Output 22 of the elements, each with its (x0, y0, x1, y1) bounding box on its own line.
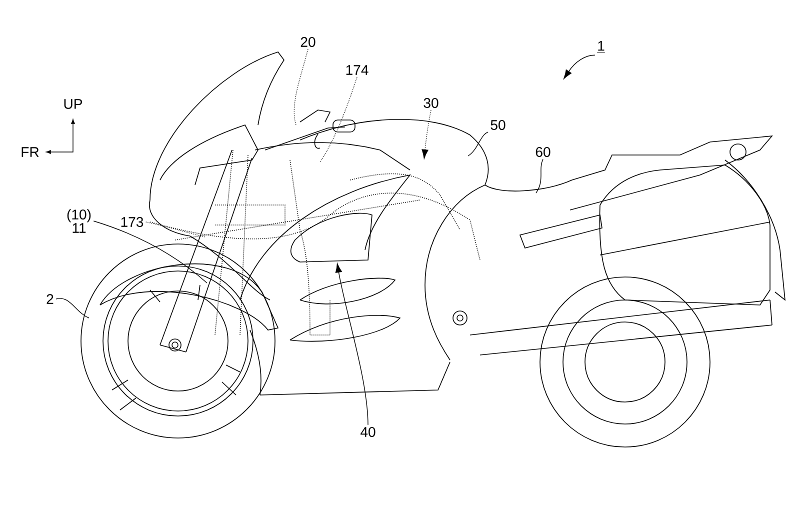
reference-number: 50 (490, 120, 506, 130)
reference-number: 40 (360, 427, 376, 437)
leader-line (93, 220, 208, 284)
reference-number: 2 (46, 294, 54, 304)
reference-number: 174 (346, 65, 368, 75)
reference-number: 173 (121, 217, 144, 227)
leader-line (320, 76, 358, 162)
direction-label: FR (22, 147, 39, 157)
leader-line (56, 298, 90, 318)
leader-line (422, 110, 432, 159)
leader-line (468, 132, 488, 156)
leader-line (536, 158, 544, 194)
reference-number: 1 (596, 41, 606, 53)
reference-number: 60 (536, 147, 550, 157)
reference-number: 30 (424, 98, 438, 108)
leader-line (294, 48, 308, 126)
leader-line (564, 54, 596, 79)
direction-label: UP (64, 99, 82, 109)
leader-line (145, 222, 206, 238)
leader-line (335, 263, 368, 426)
reference-number: 20 (300, 37, 316, 47)
reference-number: (10) 11 (67, 209, 91, 233)
